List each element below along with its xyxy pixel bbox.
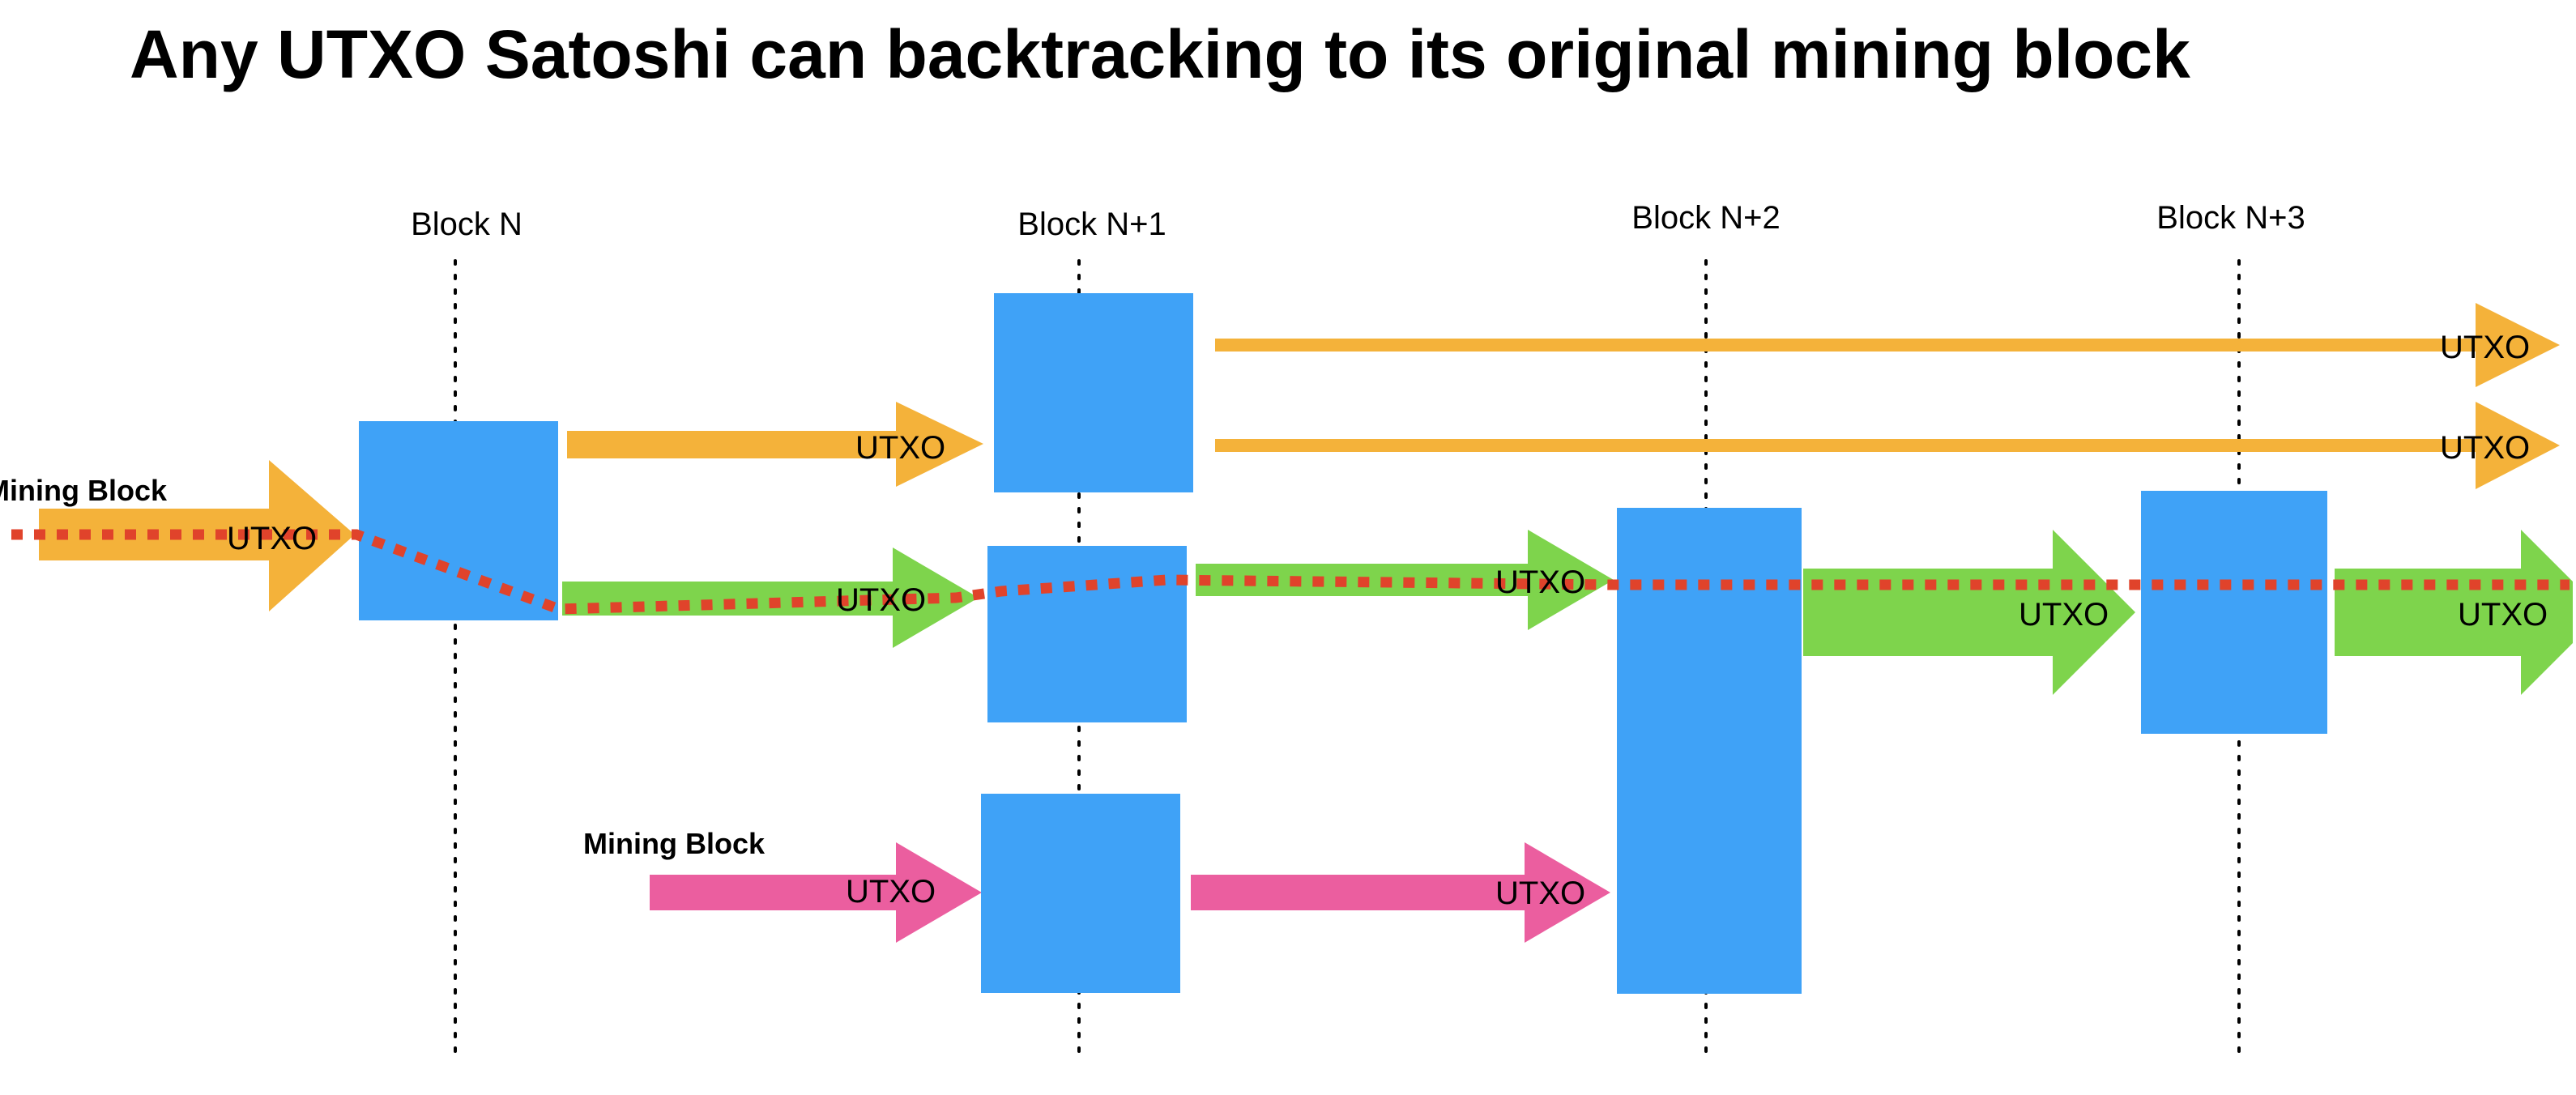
block-n bbox=[359, 421, 558, 620]
orange-utxo-arrow-top-long bbox=[1215, 303, 2560, 387]
utxo-label-green-block-n1: UTXO bbox=[1495, 565, 1585, 600]
utxo-label-input: UTXO bbox=[227, 521, 317, 556]
page-title: Any UTXO Satoshi can backtracking to its… bbox=[130, 16, 2190, 92]
green-utxo-arrow-block-n bbox=[562, 548, 979, 648]
block-n2-label: Block N+2 bbox=[1631, 200, 1780, 236]
pink-utxo-arrow-block-n1 bbox=[1191, 842, 1610, 943]
utxo-label-green-block-n: UTXO bbox=[836, 582, 926, 618]
orange-utxo-arrow-second-long bbox=[1215, 402, 2560, 489]
block-n1-top bbox=[994, 293, 1193, 492]
utxo-label-orange-block-n: UTXO bbox=[855, 430, 945, 466]
green-utxo-arrow-block-n2 bbox=[1803, 530, 2135, 695]
block-n1-bottom bbox=[981, 794, 1180, 993]
pink-utxo-arrow-mining bbox=[650, 842, 982, 943]
block-n3 bbox=[2141, 491, 2327, 734]
block-n1-middle bbox=[987, 546, 1187, 722]
block-n1-label: Block N+1 bbox=[1017, 207, 1166, 242]
mining-block-label-top: Mining Block bbox=[0, 474, 168, 507]
utxo-label-pink-block-n1: UTXO bbox=[1495, 876, 1585, 911]
utxo-label-green-block-n3: UTXO bbox=[2458, 597, 2548, 633]
utxo-label-green-block-n2: UTXO bbox=[2019, 597, 2109, 633]
utxo-label-orange-top-long: UTXO bbox=[2440, 330, 2530, 365]
backtrack-trace-line bbox=[11, 529, 2570, 615]
utxo-label-orange-second-long: UTXO bbox=[2440, 430, 2530, 466]
block-n-label: Block N bbox=[411, 207, 522, 242]
utxo-label-pink-mining: UTXO bbox=[846, 874, 936, 910]
orange-utxo-arrow-block-n bbox=[567, 402, 983, 487]
block-n3-label: Block N+3 bbox=[2156, 200, 2305, 236]
mining-block-label-bottom: Mining Block bbox=[583, 827, 766, 860]
green-utxo-arrow-block-n3 bbox=[2335, 530, 2573, 695]
